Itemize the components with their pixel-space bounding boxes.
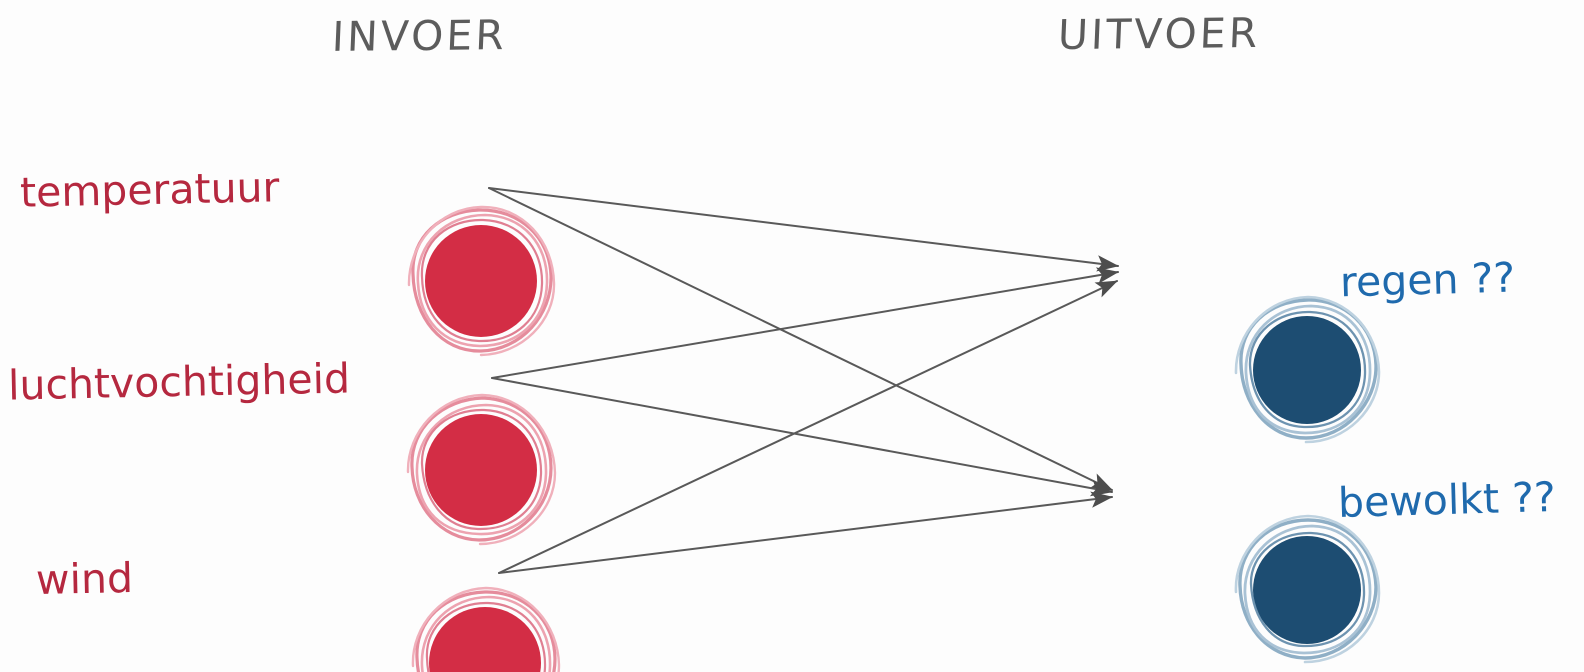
node-label-luchtvochtigheid: luchtvochtigheid (7, 354, 351, 410)
node-fill (1253, 536, 1361, 644)
edge-temperatuur-regen (488, 187, 1119, 272)
node-fill (429, 607, 541, 672)
node-fill (425, 225, 537, 337)
edge-temperatuur-bewolkt (488, 187, 1113, 491)
node-label-bewolkt: bewolkt ?? (1337, 472, 1557, 528)
edge-luchtvochtigheid-regen (491, 267, 1119, 379)
node-sketch-rings (407, 205, 556, 357)
node-label-regen: regen ?? (1339, 253, 1516, 307)
node-fill (425, 414, 537, 526)
edge-wind-regen (498, 280, 1118, 574)
layer-title-input: INVOER (330, 11, 508, 61)
node-sketch-rings (1234, 295, 1381, 444)
node-label-temperatuur: temperatuur (19, 163, 280, 217)
node-sketch-rings (406, 393, 557, 546)
node-label-wind: wind (35, 553, 134, 605)
node-sketch-rings (411, 586, 561, 672)
edge-wind-bewolkt (498, 491, 1113, 574)
node-fill (1253, 316, 1361, 424)
edge-luchtvochtigheid-bewolkt (491, 377, 1113, 497)
node-sketch-rings (1234, 514, 1381, 664)
layer-title-output: UITVOER (1056, 8, 1262, 60)
